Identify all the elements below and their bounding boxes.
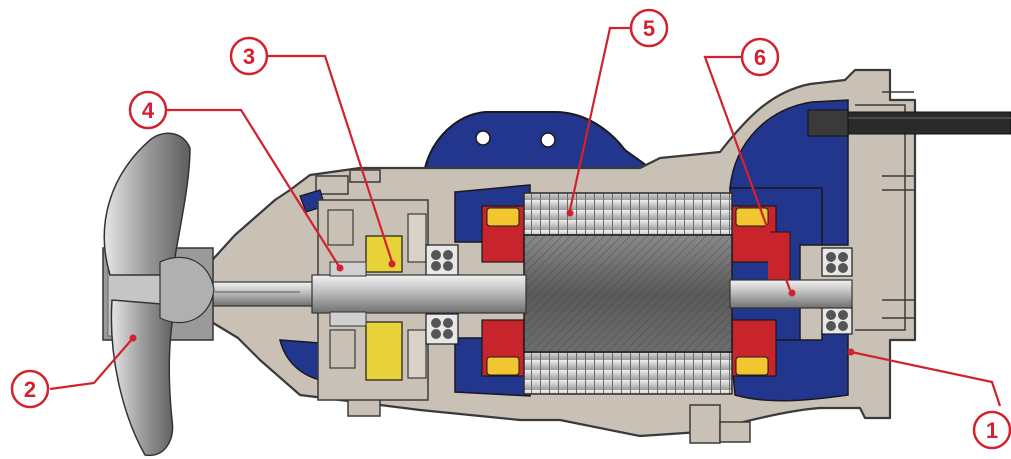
propeller-blade-lower (110, 299, 176, 456)
seal-block-upper (365, 235, 403, 273)
callout-leaders (49, 26, 1002, 407)
callout-5-number: 5 (643, 16, 655, 41)
bearings (425, 244, 853, 345)
power-cable (807, 109, 1011, 137)
callout-3-number: 3 (243, 44, 255, 69)
leader-line-4 (167, 108, 341, 269)
seal-block-lower (365, 321, 403, 381)
leader-line-3 (268, 54, 394, 263)
stator-laminations (523, 192, 733, 395)
callout-dots (129, 209, 855, 356)
callout-4-circle (128, 90, 168, 130)
propeller (102, 132, 215, 456)
callout-4-number: 4 (142, 98, 155, 123)
bracket-hole-left (475, 130, 491, 146)
callout-3: 3 (229, 36, 269, 76)
callout-2: 2 (10, 369, 50, 409)
bracket-hole-right (540, 132, 556, 148)
callout-5: 5 (629, 8, 669, 48)
callout-6: 6 (740, 37, 780, 77)
drive-shaft (194, 261, 853, 327)
callout-6-circle (740, 37, 780, 77)
leader-line-6 (703, 55, 792, 291)
leader-line-1 (850, 350, 1002, 407)
lifting-bracket (423, 111, 654, 169)
leader-line-5 (568, 26, 630, 211)
callout-1-circle (972, 410, 1011, 450)
callout-1-number: 1 (986, 418, 998, 443)
callout-2-number: 2 (24, 377, 36, 402)
callout-5-circle (629, 8, 669, 48)
callout-6-number: 6 (754, 45, 766, 70)
rotor (523, 234, 733, 353)
propeller-blade-upper (103, 132, 191, 276)
callout-2-circle (10, 369, 50, 409)
callout-3-circle (229, 36, 269, 76)
leader-line-2 (49, 337, 134, 391)
callout-4: 4 (128, 90, 168, 130)
callout-1: 1 (972, 410, 1011, 450)
